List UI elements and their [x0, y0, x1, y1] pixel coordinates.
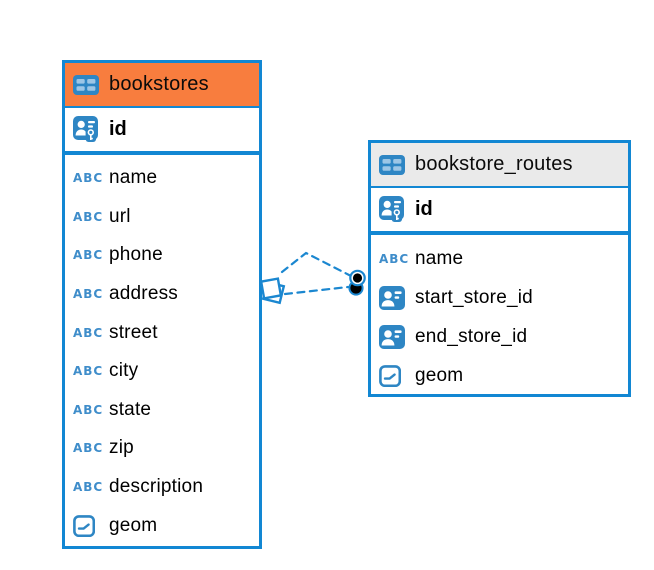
column-name: id [415, 198, 433, 220]
text-type-icon: ABC [73, 325, 104, 340]
table-row[interactable]: ABC url [65, 198, 259, 237]
column-name: city [109, 360, 139, 382]
table-row[interactable]: start_store_id [371, 278, 628, 317]
table-header[interactable]: bookstores [65, 63, 259, 108]
table-row[interactable]: id [371, 188, 628, 235]
column-name: name [109, 167, 158, 189]
text-type-icon: ABC [73, 209, 104, 224]
table-row[interactable]: id [65, 108, 259, 155]
text-type-icon: ABC [73, 287, 104, 302]
relationship-line-end-store[interactable] [283, 285, 350, 296]
column-name: geom [415, 364, 464, 386]
table-row[interactable]: ABC address [65, 275, 259, 314]
column-name: phone [109, 244, 163, 266]
table-row[interactable]: ABC name [371, 239, 628, 278]
column-name: description [109, 476, 204, 498]
table-row[interactable]: geom [371, 356, 628, 395]
text-type-icon: ABC [73, 171, 104, 186]
table-header[interactable]: bookstore_routes [371, 143, 628, 188]
table-row[interactable]: ABC street [65, 313, 259, 352]
table-row[interactable]: ABC city [65, 352, 259, 391]
table-row[interactable]: ABC state [65, 391, 259, 430]
table-row[interactable]: ABC name [65, 159, 259, 198]
table-row[interactable]: end_store_id [371, 317, 628, 356]
column-name: street [109, 321, 158, 343]
column-name: start_store_id [415, 286, 533, 308]
text-type-icon: ABC [73, 402, 104, 417]
table-bookstores[interactable]: bookstores id ABC name ABC url ABC phone… [62, 60, 262, 549]
table-title: bookstore_routes [415, 153, 573, 175]
text-type-icon: ABC [73, 248, 104, 263]
text-type-icon: ABC [379, 251, 410, 266]
table-title: bookstores [109, 73, 209, 95]
column-name: id [109, 118, 127, 140]
column-name: address [109, 283, 178, 305]
text-type-icon: ABC [73, 480, 104, 495]
column-name: geom [109, 514, 158, 536]
table-row[interactable]: ABC zip [65, 429, 259, 468]
table-row[interactable]: ABC phone [65, 236, 259, 275]
square-endpoint-marker[interactable] [259, 277, 286, 305]
text-type-icon: ABC [73, 441, 104, 456]
dot-endpoint-marker[interactable] [348, 269, 366, 296]
table-row[interactable]: geom [65, 506, 259, 545]
column-name: end_store_id [415, 325, 528, 347]
column-name: zip [109, 437, 134, 459]
relationship-line-start-store[interactable] [280, 251, 353, 278]
column-name: state [109, 398, 152, 420]
table-bookstore-routes[interactable]: bookstore_routes id ABC name start_store… [368, 140, 631, 397]
column-name: url [109, 205, 131, 227]
text-type-icon: ABC [73, 364, 104, 379]
table-row[interactable]: ABC description [65, 468, 259, 507]
column-name: name [415, 247, 464, 269]
